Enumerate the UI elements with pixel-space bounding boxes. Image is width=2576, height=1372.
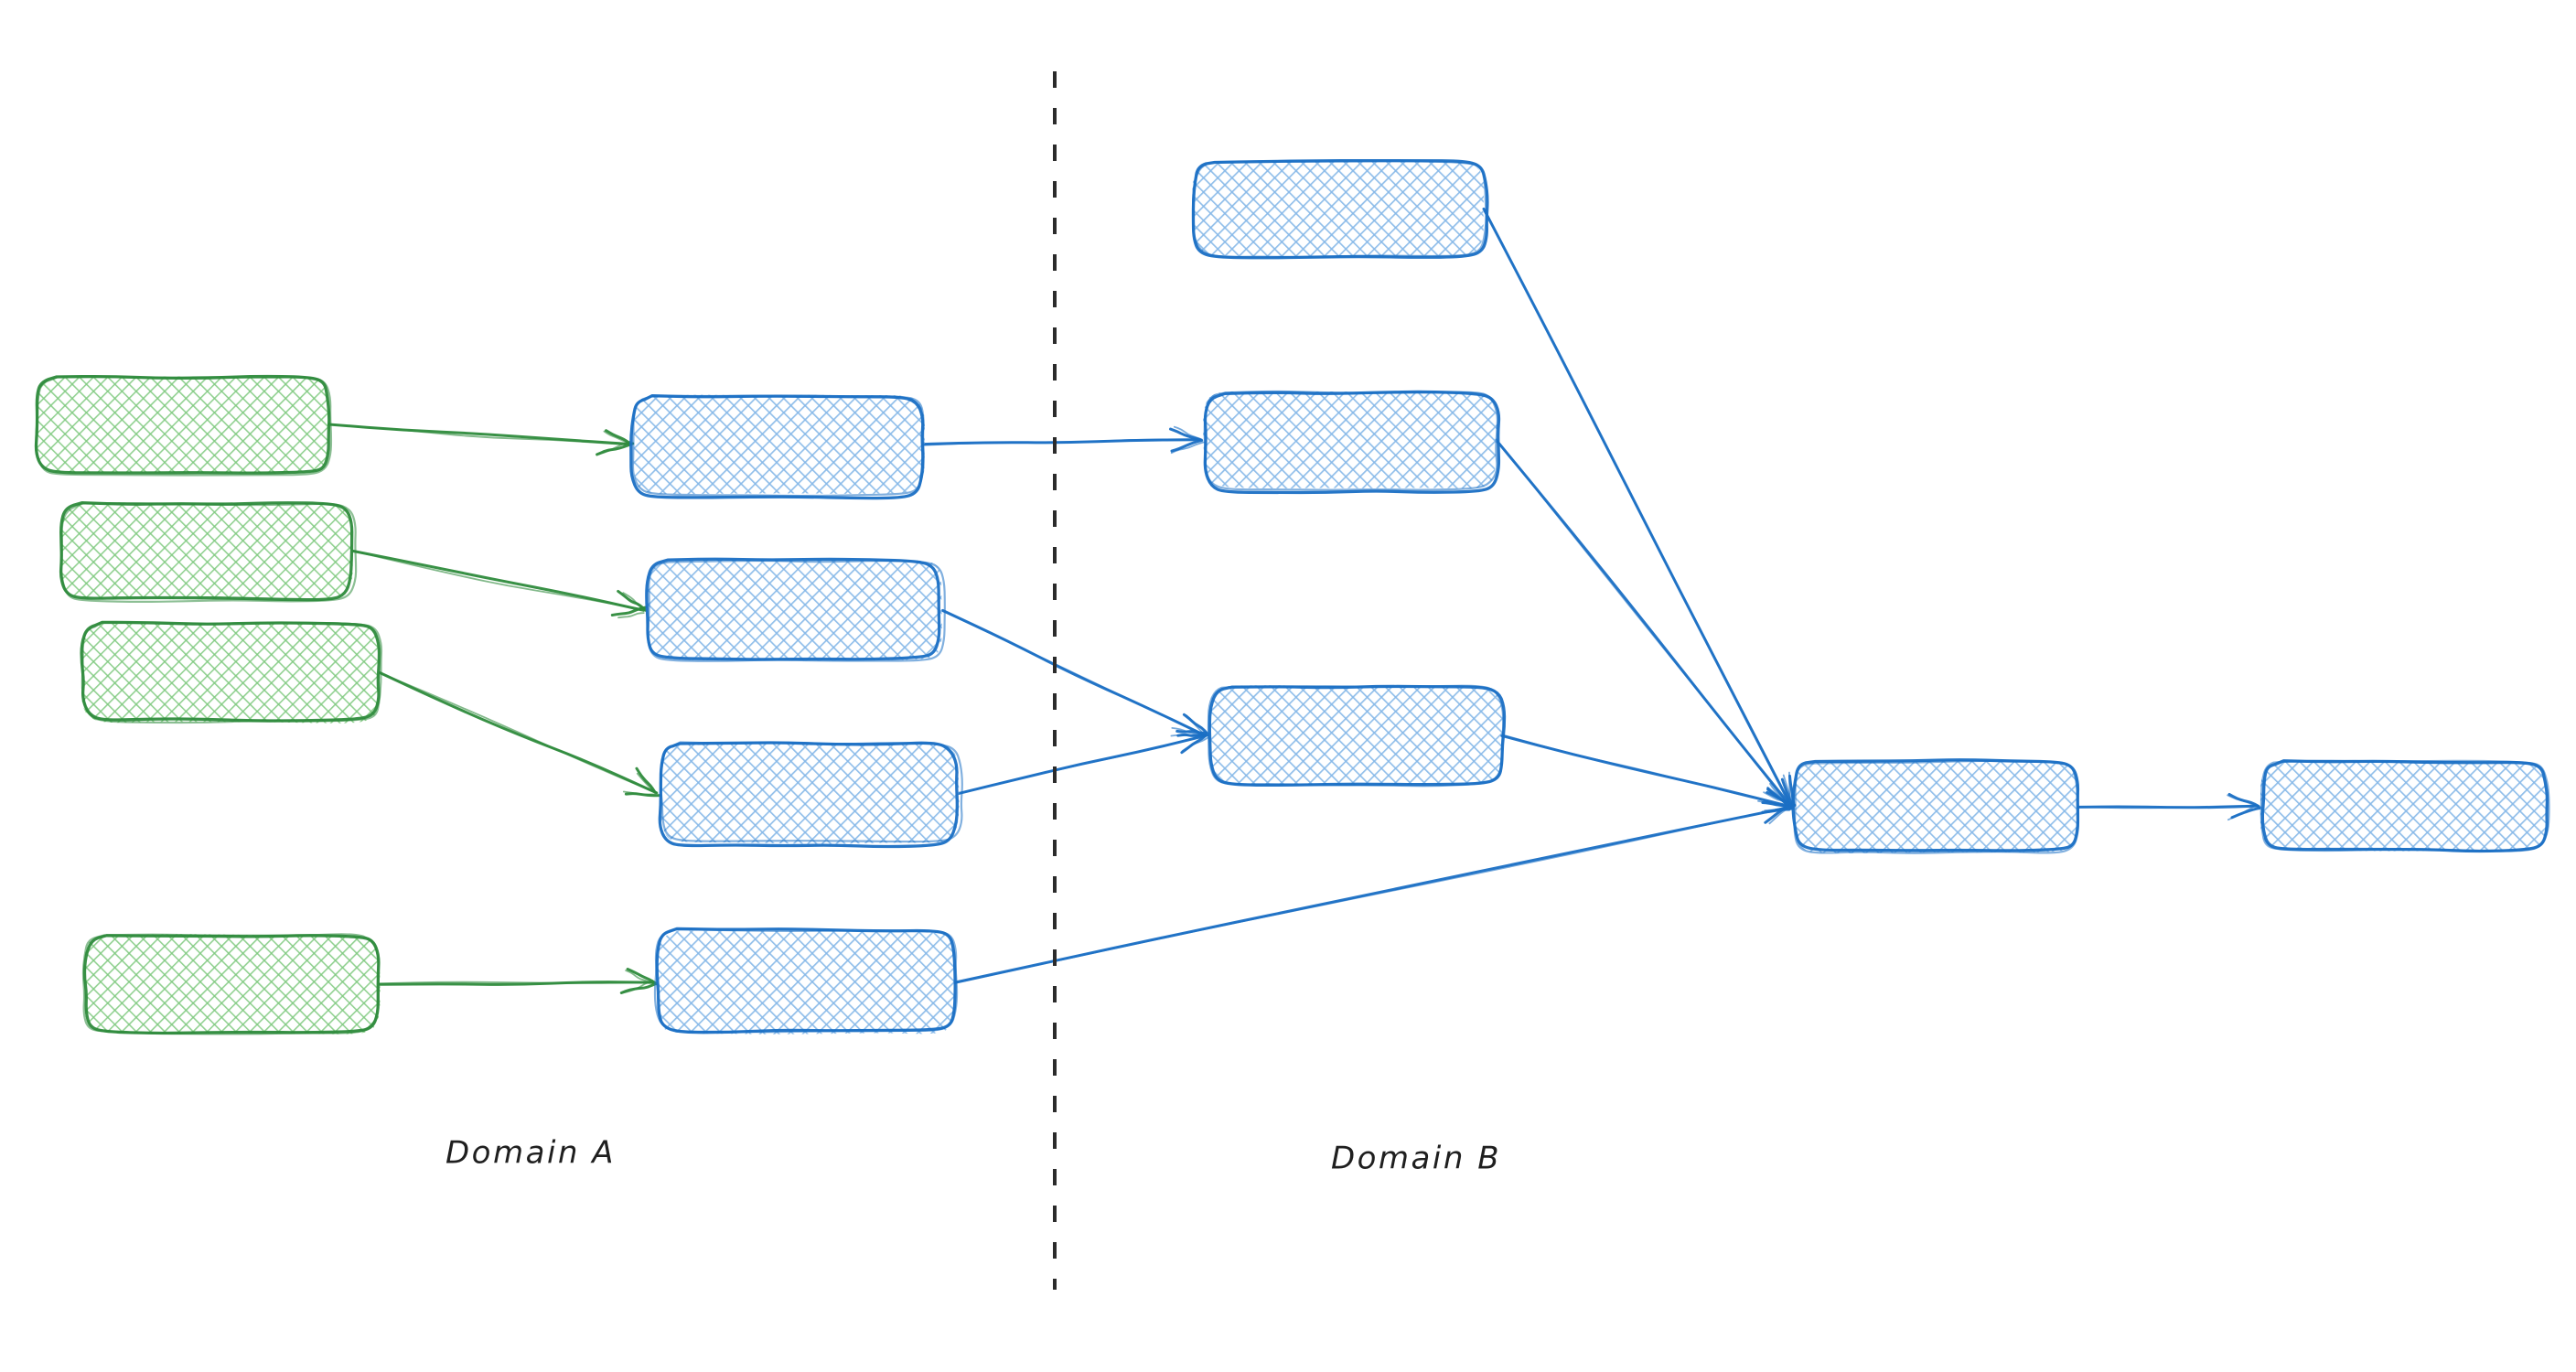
edge-arrowhead — [621, 980, 654, 994]
node-hatch-fill — [633, 394, 926, 495]
node-outline — [81, 933, 380, 1035]
node-b2[interactable] — [645, 557, 946, 662]
edge-arrowhead — [598, 440, 631, 456]
edge-e3 — [378, 671, 662, 798]
edge-arrowhead — [1171, 727, 1206, 738]
node-a1[interactable] — [34, 374, 333, 477]
node-a4[interactable] — [81, 933, 381, 1035]
node-outline — [80, 621, 383, 724]
edge-arrowhead — [622, 790, 657, 796]
domain-b-label: Domain B — [1331, 1141, 1501, 1177]
edge-arrowhead — [1170, 733, 1206, 737]
edge-e10 — [1500, 734, 1795, 814]
edge-e9 — [1495, 438, 1797, 810]
node-hatch-fill — [83, 934, 381, 1034]
node-outline — [2259, 759, 2550, 852]
edge-shaft — [958, 734, 1207, 795]
node-hatch-fill — [1192, 160, 1485, 257]
node-b3[interactable] — [658, 741, 963, 849]
edge-arrowhead — [603, 430, 629, 444]
edge-shaft — [940, 609, 1207, 736]
edge-arrowhead — [1170, 439, 1204, 453]
edge-e8 — [1482, 207, 1796, 810]
edge-arrowhead — [617, 612, 645, 619]
edge-shaft — [1483, 209, 1793, 808]
edge-arrowhead — [636, 772, 657, 793]
edge-shaft — [2077, 804, 2259, 809]
edge-arrowhead — [1185, 714, 1208, 737]
node-outline — [35, 375, 333, 477]
edge-arrowhead — [1768, 806, 1791, 825]
node-hatch-fill — [36, 376, 330, 474]
edge-arrowhead — [1766, 786, 1794, 809]
edge-shaft — [1495, 438, 1792, 809]
edge-arrowhead — [610, 606, 648, 616]
edge-arrowhead — [1764, 803, 1792, 824]
node-b4[interactable] — [653, 927, 959, 1034]
node-c1[interactable] — [1191, 158, 1489, 260]
edge-shaft — [378, 671, 659, 795]
edge-e1 — [327, 423, 635, 456]
edge-arrowhead — [625, 970, 654, 984]
node-b1[interactable] — [629, 394, 926, 500]
edge-arrowhead — [626, 968, 659, 986]
node-c2[interactable] — [1203, 390, 1501, 495]
edge-arrowhead — [1169, 427, 1200, 441]
edge-shaft — [351, 550, 645, 612]
node-hatch-fill — [1203, 391, 1497, 488]
node-hatch-fill — [61, 501, 353, 600]
edge-e5 — [922, 425, 1205, 455]
edge-arrowhead — [1170, 441, 1205, 455]
edge-shaft — [923, 438, 1202, 446]
edge-shaft — [351, 550, 645, 611]
node-c3[interactable] — [1207, 684, 1507, 788]
node-outline — [659, 741, 963, 843]
node-outline — [653, 928, 959, 1034]
edge-e6 — [940, 608, 1209, 737]
node-hatch-fill — [81, 623, 381, 724]
node-hatch-fill — [1794, 761, 2079, 853]
node-outline — [1207, 684, 1505, 788]
node-hatch-fill — [656, 930, 956, 1034]
node-hub[interactable] — [1791, 758, 2080, 854]
edge-e11 — [953, 799, 1795, 984]
edge-shaft — [954, 805, 1793, 984]
edge-e4 — [378, 968, 659, 994]
edges-layer — [327, 207, 2262, 994]
edge-shaft — [378, 671, 659, 795]
nodes-layer — [34, 158, 2550, 1035]
node-out[interactable] — [2259, 759, 2550, 853]
node-outline — [1203, 390, 1499, 491]
node-hatch-fill — [647, 559, 942, 661]
edge-arrowhead — [622, 592, 646, 610]
edge-arrowhead — [1780, 777, 1795, 809]
edge-arrowhead — [1173, 425, 1203, 441]
domain-a-label: Domain A — [445, 1135, 616, 1172]
edge-e7 — [957, 727, 1209, 795]
node-hatch-fill — [2259, 760, 2548, 852]
edge-arrowhead — [2227, 794, 2262, 809]
node-outline — [647, 559, 946, 662]
edge-shaft — [1500, 734, 1792, 808]
edge-arrowhead — [1181, 736, 1209, 752]
node-outline — [1793, 759, 2079, 854]
edge-shaft — [327, 423, 630, 446]
node-outline — [1191, 160, 1487, 259]
node-outline — [59, 501, 358, 603]
edge-arrowhead — [605, 429, 631, 445]
edge-e2 — [351, 550, 648, 619]
node-hatch-fill — [660, 743, 960, 844]
edge-arrowhead — [1782, 774, 1795, 810]
node-a2[interactable] — [59, 501, 358, 603]
edge-arrowhead — [1757, 799, 1795, 809]
node-outline — [631, 394, 925, 498]
edge-e12 — [2077, 793, 2262, 821]
node-hatch-fill — [1208, 685, 1503, 786]
edge-arrowhead — [635, 766, 657, 794]
edge-shaft — [378, 981, 655, 985]
edge-arrowhead — [2227, 804, 2258, 821]
node-a3[interactable] — [80, 620, 383, 724]
